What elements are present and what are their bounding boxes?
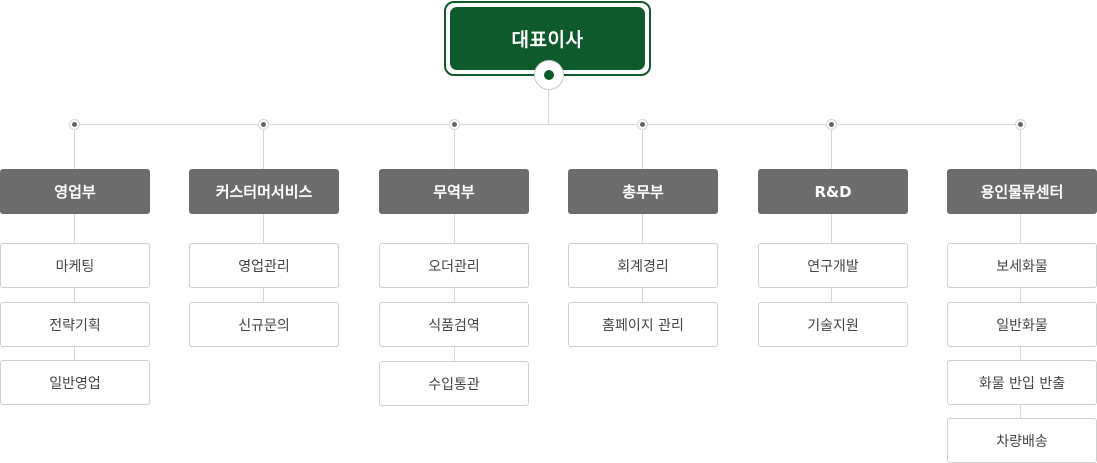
item-tech-support: 기술지원 [758,302,908,347]
item-general-sales: 일반영업 [0,360,150,405]
item-research: 연구개발 [758,243,908,288]
item-cargo-in-out: 화물 반입 반출 [947,360,1097,405]
item-connector [454,214,455,382]
item-order-management: 오더관리 [379,243,529,288]
dept-rnd: R&D [758,169,908,214]
item-homepage-management: 홈페이지 관리 [568,302,718,347]
bus-node-icon [1016,120,1025,129]
item-food-quarantine: 식품검역 [379,302,529,347]
dept-trade: 무역부 [379,169,529,214]
dept-customer-service: 커스터머서비스 [189,169,339,214]
dept-connector [263,124,264,169]
dept-connector [74,124,75,169]
item-import-clearance: 수입통관 [379,361,529,406]
item-connector [74,214,75,382]
bus-node-icon [259,120,268,129]
dept-connector [1020,124,1021,169]
dept-connector [831,124,832,169]
dept-sales: 영업부 [0,169,150,214]
ceo-connector [548,88,549,124]
item-sales-management: 영업관리 [189,243,339,288]
department-bus [74,124,1021,125]
dept-connector [454,124,455,169]
item-general-cargo: 일반화물 [947,302,1097,347]
item-marketing: 마케팅 [0,243,150,288]
dept-logistics-center: 용인물류센터 [947,169,1097,214]
dept-connector [642,124,643,169]
item-new-inquiry: 신규문의 [189,302,339,347]
bus-node-icon [638,120,647,129]
item-bonded-cargo: 보세화물 [947,243,1097,288]
dept-general-affairs: 총무부 [568,169,718,214]
bus-node-icon [70,120,79,129]
bus-node-icon [827,120,836,129]
bus-node-icon [450,120,459,129]
item-accounting: 회계경리 [568,243,718,288]
item-vehicle-delivery: 차량배송 [947,418,1097,463]
ceo-node-icon [534,60,564,90]
item-strategy: 전략기획 [0,302,150,347]
